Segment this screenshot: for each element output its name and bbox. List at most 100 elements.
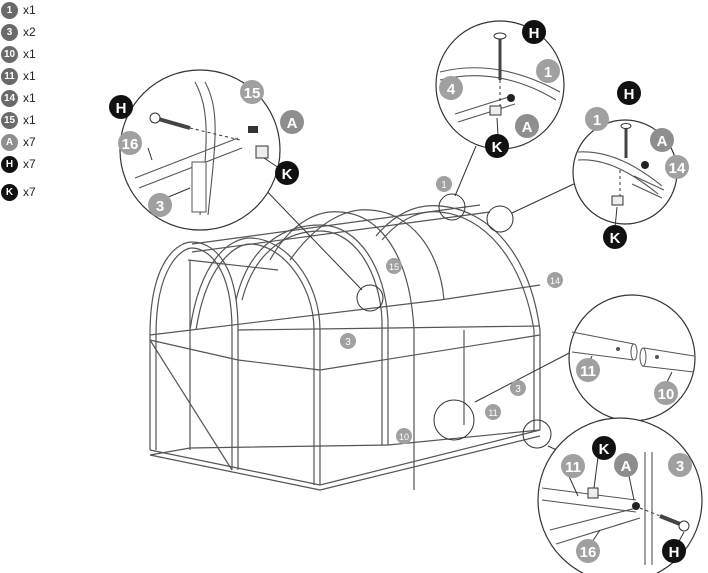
part-number: 4 bbox=[447, 81, 456, 98]
part-number: A bbox=[287, 115, 298, 132]
ridge-top bbox=[191, 204, 481, 245]
part-badge: 10 bbox=[1, 46, 18, 63]
part-number: 16 bbox=[580, 544, 597, 561]
part-quantity: x1 bbox=[23, 47, 36, 61]
part-number: K bbox=[492, 139, 503, 156]
part-number-badge bbox=[576, 539, 600, 563]
part-number-badge bbox=[439, 76, 463, 100]
leader-line bbox=[566, 456, 685, 546]
part-badge: 3 bbox=[1, 24, 18, 41]
part-number-badge bbox=[547, 272, 563, 288]
frame-badges: 1 15 14 3 3 11 10 bbox=[340, 176, 563, 444]
front-arch bbox=[149, 241, 239, 470]
part-number-badge bbox=[396, 428, 412, 444]
bottom-rear-rail bbox=[149, 444, 389, 456]
part-quantity: x2 bbox=[23, 25, 36, 39]
part-number: 1 bbox=[593, 112, 601, 129]
front-arch-inner bbox=[155, 247, 233, 470]
part-number: 14 bbox=[669, 160, 686, 177]
tube-end bbox=[639, 347, 647, 367]
part-number: H bbox=[624, 86, 635, 103]
screw-head-icon bbox=[620, 123, 632, 129]
part-number: 10 bbox=[658, 386, 675, 403]
part-number: 3 bbox=[345, 337, 351, 348]
part-number-badge bbox=[585, 107, 609, 131]
part-quantity: x7 bbox=[23, 185, 36, 199]
part-quantity: x1 bbox=[23, 69, 36, 83]
greenhouse-frame bbox=[149, 204, 541, 491]
part-number-badge bbox=[386, 258, 402, 274]
leader-line bbox=[257, 181, 363, 291]
front-diagonal bbox=[149, 339, 233, 471]
part-number: 11 bbox=[565, 459, 581, 476]
part-number: 11 bbox=[580, 363, 596, 380]
legend-row: A x7 bbox=[0, 132, 60, 154]
part-number-badge bbox=[654, 381, 678, 405]
cap-icon bbox=[611, 195, 624, 206]
legend-row: K x7 bbox=[0, 182, 60, 204]
part-number: 15 bbox=[389, 262, 399, 272]
part-number: 10 bbox=[399, 432, 409, 442]
part-number: 1 bbox=[441, 180, 447, 191]
part-number: 11 bbox=[488, 408, 497, 418]
bottom-side-rail-2 bbox=[319, 435, 541, 491]
part-number: 15 bbox=[244, 85, 261, 102]
ridge-top-2 bbox=[191, 211, 491, 253]
part-number-badge bbox=[576, 358, 600, 382]
legend-row: 10 x1 bbox=[0, 44, 60, 66]
tube bbox=[134, 137, 243, 189]
bottom-front-rail bbox=[149, 449, 321, 486]
legend-row: H x7 bbox=[0, 154, 60, 176]
leader-line bbox=[165, 187, 191, 199]
part-number-badge bbox=[603, 225, 627, 249]
legend-row: 1 x1 bbox=[0, 0, 60, 22]
tube bbox=[577, 151, 663, 187]
detail-marker bbox=[356, 284, 384, 312]
part-number-badge bbox=[592, 436, 616, 460]
leader-line bbox=[614, 206, 618, 229]
tube-end bbox=[630, 343, 638, 361]
detail-marker bbox=[486, 205, 514, 233]
leader-line bbox=[147, 147, 153, 161]
tube bbox=[549, 507, 641, 545]
part-number: A bbox=[522, 119, 533, 136]
part-badge: A bbox=[1, 134, 18, 151]
nut-icon bbox=[632, 502, 640, 510]
detail-marker bbox=[433, 399, 475, 441]
legend-row: 3 x2 bbox=[0, 22, 60, 44]
door-rail bbox=[149, 339, 321, 371]
part-number: 3 bbox=[156, 198, 164, 215]
part-number: H bbox=[116, 100, 127, 117]
part-number-badge bbox=[510, 380, 526, 396]
part-number: 3 bbox=[515, 384, 521, 395]
front-top-rail bbox=[187, 259, 279, 271]
part-number-badge bbox=[280, 110, 304, 134]
part-number: K bbox=[282, 166, 293, 183]
arch-2 bbox=[189, 237, 321, 485]
part-number: 14 bbox=[550, 276, 560, 286]
screw-icon bbox=[154, 116, 191, 130]
part-number-badge bbox=[522, 20, 546, 44]
screw-icon bbox=[659, 514, 681, 526]
leader-lines bbox=[257, 145, 579, 459]
part-number-badge bbox=[617, 81, 641, 105]
detail-marker bbox=[438, 193, 466, 221]
leader-line bbox=[511, 181, 579, 214]
nut-icon bbox=[248, 126, 258, 133]
back-arch-inner bbox=[381, 211, 535, 430]
leader-line bbox=[496, 117, 499, 136]
part-number: K bbox=[599, 441, 610, 458]
part-number-badge bbox=[650, 128, 674, 152]
part-number: K bbox=[610, 230, 621, 247]
part-number-badge bbox=[109, 95, 133, 119]
part-quantity: x7 bbox=[23, 135, 36, 149]
arch-rear bbox=[289, 209, 445, 301]
part-number-badge bbox=[515, 114, 539, 138]
detail-circle bbox=[119, 69, 281, 231]
screw-head-icon bbox=[678, 520, 690, 532]
arch-4 bbox=[269, 211, 415, 490]
nut-icon bbox=[641, 161, 649, 169]
nut-icon bbox=[507, 94, 515, 102]
arch-2-inner bbox=[195, 243, 315, 485]
detail-mid-right: 11 10 bbox=[568, 294, 696, 422]
